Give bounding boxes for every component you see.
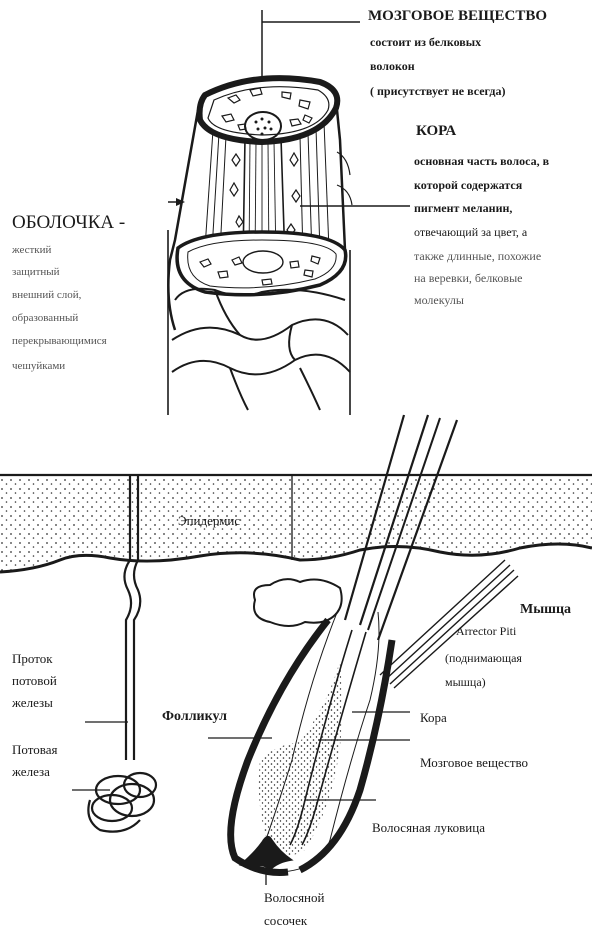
gland-line-1: Потовая — [12, 742, 57, 757]
papilla-line-1: Волосяной — [264, 890, 325, 905]
cuticle-line-1: жесткий — [11, 244, 52, 256]
medulla-annotation: МОЗГОВОЕ ВЕЩЕСТВО состоит из белковых во… — [368, 8, 547, 98]
hair-medulla-label: Мозговое вещество — [420, 755, 528, 770]
gland-line-2: железа — [11, 764, 50, 779]
epidermis-label: Эпидермис — [178, 513, 240, 528]
muscle-label: Мышца — [520, 602, 571, 617]
cuticle-title: ОБОЛОЧКА - — [12, 212, 125, 233]
arrector-line-3: мышца) — [445, 675, 486, 689]
cuticle-line-4: образованный — [12, 312, 78, 324]
medulla-title: МОЗГОВОЕ ВЕЩЕСТВО — [368, 8, 547, 24]
cuticle-line-3: внешний слой, — [12, 289, 82, 301]
arrector-line-1: Arrector Piti — [456, 624, 517, 638]
medulla-line-3: ( присутствует не всегда) — [370, 84, 505, 98]
cortex-line-7: молекулы — [414, 293, 464, 307]
duct-line-3: железы — [11, 695, 53, 710]
hair-cortex-label: Кора — [420, 710, 447, 725]
cortex-line-1: основная часть волоса, в — [414, 154, 550, 168]
duct-line-1: Проток — [12, 651, 53, 666]
skin-section-illustration — [0, 415, 592, 885]
medulla-line-2: волокон — [370, 59, 415, 73]
cortex-line-4: отвечающий за цвет, а — [414, 225, 528, 239]
cuticle-line-2: защитный — [12, 266, 60, 278]
cuticle-line-6: чешуйками — [12, 360, 65, 372]
cuticle-line-5: перекрывающимися — [12, 335, 107, 347]
cortex-line-5: также длинные, похожие — [414, 249, 541, 263]
cortex-line-6: на веревки, белковые — [414, 271, 522, 285]
cortex-title: КОРА — [416, 123, 456, 139]
cortex-line-3: пигмент меланин, — [414, 201, 512, 215]
medulla-line-1: состоит из белковых — [370, 35, 481, 49]
follicle-label: Фолликул — [162, 709, 227, 724]
bulb-label: Волосяная луковица — [372, 820, 485, 835]
cuticle-annotation: ОБОЛОЧКА - жесткий защитный внешний слой… — [11, 212, 125, 372]
gland-annotation: Потовая железа — [11, 742, 57, 779]
cortex-line-2: которой содержатся — [414, 178, 523, 192]
arrector-line-2: (поднимающая — [445, 651, 522, 665]
arrector-annotation: Arrector Piti (поднимающая мышца) — [445, 624, 522, 689]
papilla-line-2: сосочек — [264, 913, 308, 928]
papilla-annotation: Волосяной сосочек — [264, 890, 325, 928]
duct-annotation: Проток потовой железы — [11, 651, 57, 710]
cortex-annotation: КОРА основная часть волоса, в которой со… — [414, 123, 550, 307]
duct-line-2: потовой — [12, 673, 57, 688]
